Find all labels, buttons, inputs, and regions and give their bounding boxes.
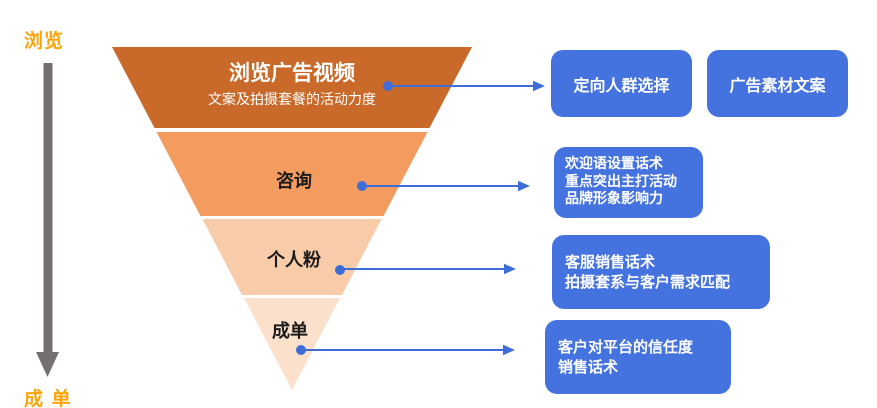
callout-welcome-script: 欢迎语设置话术 重点突出主打活动 品牌形象影响力 bbox=[554, 147, 703, 218]
callout-sales-script: 客服销售话术 拍摄套系与客户需求匹配 bbox=[552, 235, 770, 309]
funnel-level-2-title: 咨询 bbox=[276, 171, 312, 192]
funnel-level-1-title: 浏览广告视频 bbox=[229, 61, 355, 85]
callout-line: 销售话术 bbox=[558, 358, 619, 376]
axis-arrow-head-icon bbox=[36, 352, 59, 377]
callout-line: 客服销售话术 bbox=[565, 253, 656, 271]
callout-line: 客户对平台的信任度 bbox=[558, 338, 694, 356]
axis-bottom-label: 成 单 bbox=[24, 388, 72, 408]
funnel-level-2-shape bbox=[156, 132, 428, 216]
axis-arrow-shaft bbox=[43, 63, 53, 353]
callout-platform-trust: 客户对平台的信任度 销售话术 bbox=[545, 320, 731, 394]
funnel-level-3-title: 个人粉 bbox=[267, 250, 321, 271]
callout-ad-copy: 广告素材文案 bbox=[707, 50, 848, 117]
funnel-level-1-subtitle: 文案及拍摄套餐的活动力度 bbox=[208, 92, 376, 108]
callout-line: 品牌形象影响力 bbox=[565, 191, 663, 208]
connector-1-arrow-icon bbox=[533, 80, 545, 92]
callout-line: 定向人群选择 bbox=[573, 75, 670, 95]
connector-4-arrow-icon bbox=[503, 344, 515, 356]
callout-line: 重点突出主打活动 bbox=[565, 173, 677, 190]
connector-3-arrow-icon bbox=[504, 263, 516, 275]
callout-line: 广告素材文案 bbox=[729, 75, 826, 95]
axis-top-label: 浏览 bbox=[24, 30, 65, 52]
funnel-level-3-shape bbox=[202, 219, 382, 295]
callout-line: 拍摄套系与客户需求匹配 bbox=[565, 273, 731, 291]
connector-2-arrow-icon bbox=[518, 180, 530, 192]
funnel-level-4-title: 成单 bbox=[272, 321, 308, 342]
funnel-level-4-shape bbox=[244, 298, 340, 390]
callout-line: 欢迎语设置话术 bbox=[565, 156, 663, 173]
funnel-level-1-shape bbox=[112, 47, 472, 128]
callout-targeted-audience: 定向人群选择 bbox=[551, 50, 692, 117]
